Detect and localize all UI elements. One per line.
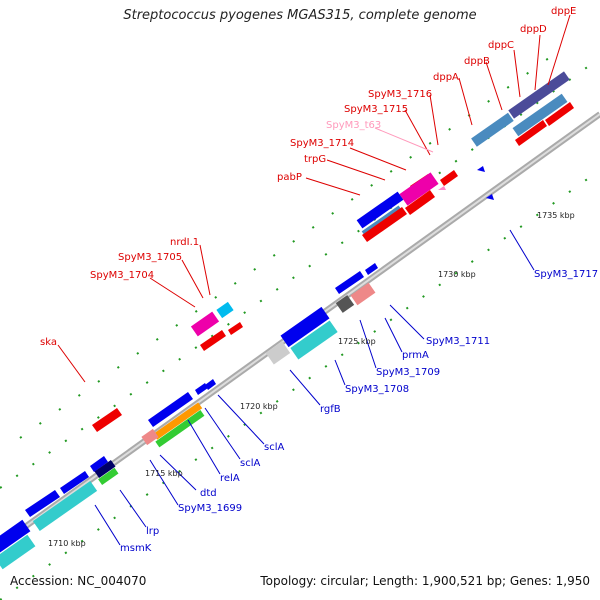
gene-dppE[interactable] [508, 71, 570, 119]
gene-sclA-small[interactable] [195, 383, 208, 395]
gene-pabP-blue[interactable] [356, 191, 404, 229]
map-title: Streptococcus pyogenes MGAS315, complete… [123, 8, 477, 23]
tick-1710: 1710 kbp [48, 539, 86, 548]
gene-relA-green[interactable] [155, 410, 205, 448]
gene-left-blue[interactable] [0, 519, 31, 555]
gene-nrdI-red[interactable] [200, 330, 226, 351]
gene-red-small[interactable] [440, 170, 458, 186]
label-dppD[interactable]: dppD [520, 24, 547, 35]
gene-msmK[interactable] [32, 481, 98, 531]
blue-labels: SpyM3_1717 SpyM3_1711 prmA SpyM3_1709 Sp… [120, 269, 598, 554]
pink-labels: SpyM3_t63 [326, 120, 381, 131]
gene-sclA[interactable] [148, 392, 193, 427]
gene-lrp[interactable] [94, 459, 116, 479]
label-trpG[interactable]: trpG [304, 154, 326, 165]
label-nrdI.1[interactable]: nrdI.1 [170, 237, 199, 248]
pink-connectors [374, 127, 434, 153]
reverse-genes [0, 166, 494, 570]
gene-dppA-block[interactable] [471, 112, 514, 147]
label-sclA-2[interactable]: sclA [240, 458, 260, 469]
label-SpyM3_1714[interactable]: SpyM3_1714 [290, 138, 354, 149]
gene-SpyM3_1714[interactable] [399, 172, 439, 206]
label-lrp[interactable]: lrp [146, 526, 159, 537]
forward-genes [92, 71, 574, 432]
label-SpyM3_1717[interactable]: SpyM3_1717 [534, 269, 598, 280]
label-dppB[interactable]: dppB [464, 56, 490, 67]
label-dppC[interactable]: dppC [488, 40, 514, 51]
label-ska[interactable]: ska [40, 337, 57, 348]
label-SpyM3_1704[interactable]: SpyM3_1704 [90, 270, 154, 281]
tick-1715: 1715 kbp [145, 469, 183, 478]
gene-dpp-red-1[interactable] [515, 120, 547, 146]
label-SpyM3_1705[interactable]: SpyM3_1705 [118, 252, 182, 263]
gene-relA[interactable] [153, 402, 203, 440]
gene-blue-3[interactable] [90, 456, 108, 472]
label-sclA-1[interactable]: sclA [264, 442, 284, 453]
gene-dtd[interactable] [141, 428, 159, 446]
label-relA[interactable]: relA [220, 473, 240, 484]
accession-text: Accession: NC_004070 [10, 574, 147, 588]
label-dppE[interactable]: dppE [551, 6, 576, 17]
gene-gray[interactable] [335, 295, 355, 313]
label-prmA[interactable]: prmA [402, 350, 429, 361]
gene-blue-tri[interactable] [477, 166, 485, 172]
label-SpyM3_1716[interactable]: SpyM3_1716 [368, 89, 432, 100]
tick-1735: 1735 kbp [537, 211, 575, 220]
label-msmK[interactable]: msmK [120, 543, 152, 554]
gene-prmA[interactable] [350, 282, 376, 306]
gene-SpyM3_1705[interactable] [216, 301, 234, 319]
gene-SpyM3_1699-blue[interactable] [25, 490, 60, 517]
gene-sclA-small-2[interactable] [205, 379, 216, 390]
label-SpyM3_1708[interactable]: SpyM3_1708 [345, 384, 409, 395]
gene-nrdI-red-2[interactable] [228, 322, 243, 335]
genome-summary: Topology: circular; Length: 1,900,521 bp… [260, 574, 590, 588]
gene-SpyM3_t63[interactable] [438, 186, 446, 190]
gene-dpp-block[interactable] [512, 93, 568, 137]
label-SpyM3_1699[interactable]: SpyM3_1699 [178, 503, 242, 514]
gene-SpyM3_1717[interactable] [486, 194, 494, 200]
red-connectors [57, 14, 571, 383]
gene-rgfB[interactable] [265, 341, 291, 365]
gene-ska[interactable] [92, 408, 122, 432]
scale-ticks: 1710 kbp 1715 kbp 1720 kbp 1725 kbp 1730… [48, 211, 575, 548]
gene-SpyM3_1699-blue-2[interactable] [60, 471, 89, 494]
label-dtd[interactable]: dtd [200, 488, 217, 499]
gene-SpyM3_1711-blue[interactable] [335, 271, 364, 294]
gene-lrp-green[interactable] [98, 467, 119, 486]
gene-SpyM3_1704[interactable] [190, 311, 220, 337]
gene-trpG-red[interactable] [405, 190, 435, 215]
label-SpyM3_1711[interactable]: SpyM3_1711 [426, 336, 490, 347]
tick-1725: 1725 kbp [338, 337, 376, 346]
gene-SpyM3_1708[interactable] [280, 306, 330, 348]
label-pabP[interactable]: pabP [277, 172, 302, 183]
label-dppA[interactable]: dppA [433, 72, 459, 83]
label-SpyM3_1715[interactable]: SpyM3_1715 [344, 104, 408, 115]
gene-SpyM3_1708-cyan[interactable] [290, 320, 338, 360]
blue-connectors [94, 229, 535, 546]
red-labels: dppE dppD dppC dppB dppA SpyM3_1716 SpyM… [40, 6, 576, 348]
gene-left-cyan[interactable] [0, 534, 36, 570]
label-rgfB[interactable]: rgfB [320, 404, 341, 415]
tick-1730: 1730 kbp [438, 270, 476, 279]
gene-blue-small[interactable] [365, 263, 378, 275]
tick-1720: 1720 kbp [240, 402, 278, 411]
label-SpyM3_1709[interactable]: SpyM3_1709 [376, 367, 440, 378]
gene-dpp-red-2[interactable] [545, 102, 574, 126]
gene-pabP-red[interactable] [362, 207, 407, 242]
label-SpyM3_t63[interactable]: SpyM3_t63 [326, 120, 381, 131]
